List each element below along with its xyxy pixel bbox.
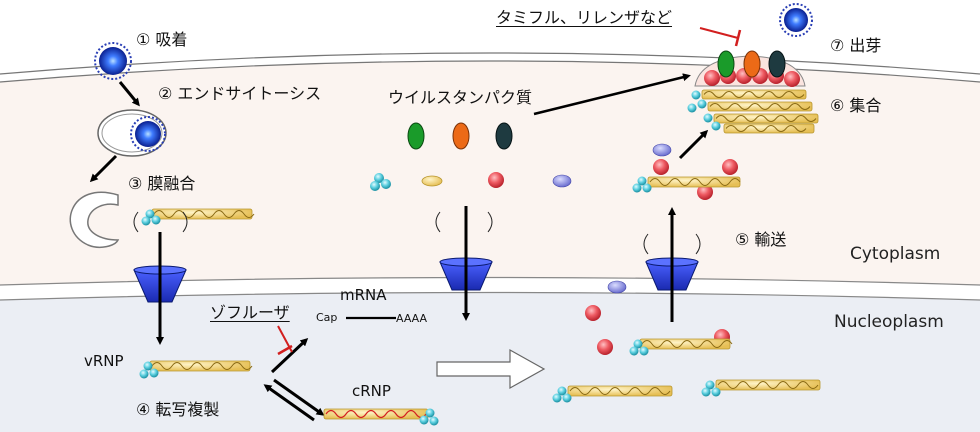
- step-4-transcription-replication-label: ④ 転写複製: [136, 400, 220, 419]
- assembled-vrnp-bundle: [687, 89, 819, 134]
- released-vrnp: [141, 208, 255, 226]
- mrna-cap-label: Cap: [316, 311, 338, 324]
- arrow-replication: [273, 378, 325, 416]
- nuclear-assembly-components: [552, 280, 821, 403]
- polymerase-inhibitor-label: ゾフルーザ: [210, 303, 290, 322]
- nucleoplasm-label: Nucleoplasm: [834, 312, 944, 332]
- cytoplasm-label: Cytoplasm: [850, 244, 941, 264]
- arrow-replication-back: [263, 384, 315, 422]
- step-7-budding-label: ⑦ 出芽: [830, 36, 882, 55]
- step-6-assembly-label: ⑥ 集合: [830, 96, 882, 115]
- step-2-endocytosis-label: ② エンドサイトーシス: [158, 84, 322, 103]
- neuraminidase-inhibitor-line: [699, 27, 739, 39]
- crnp-label: cRNP: [352, 382, 391, 400]
- mrna-label: mRNA: [340, 286, 387, 304]
- neuraminidase-inhibitors-label: タミフル、リレンザなど: [496, 8, 673, 27]
- vrnp-in-nucleus: [139, 360, 253, 379]
- vrnp-label: vRNP: [84, 352, 124, 370]
- released-virus: [779, 3, 813, 37]
- progression-arrow: [436, 348, 546, 390]
- viral-proteins-group: [370, 122, 572, 191]
- exported-vrnp-complex: [632, 143, 741, 200]
- plasma-membrane: [0, 52, 980, 75]
- arrow-endocytosis: [118, 81, 140, 107]
- arrow-to-assembly: [678, 129, 709, 160]
- step-3-fusion-label: ③ 膜融合: [128, 174, 196, 193]
- fused-endosome-membrane: [69, 191, 120, 248]
- arrow-proteins-to-budding: [533, 73, 691, 116]
- arrow-transcription: [270, 337, 309, 374]
- crnp: [323, 408, 439, 426]
- viral-proteins-label: ウイルスタンパク質: [388, 88, 533, 107]
- mrna-polya-label: AAAA: [396, 312, 428, 325]
- step-1-attachment-label: ① 吸着: [136, 30, 188, 49]
- step-5-transport-label: ⑤ 輸送: [735, 230, 787, 249]
- budding-virion: [694, 50, 806, 87]
- arrow-to-fusion: [89, 154, 118, 183]
- endosome: [97, 109, 167, 157]
- virus-particle-attaching: [94, 42, 132, 80]
